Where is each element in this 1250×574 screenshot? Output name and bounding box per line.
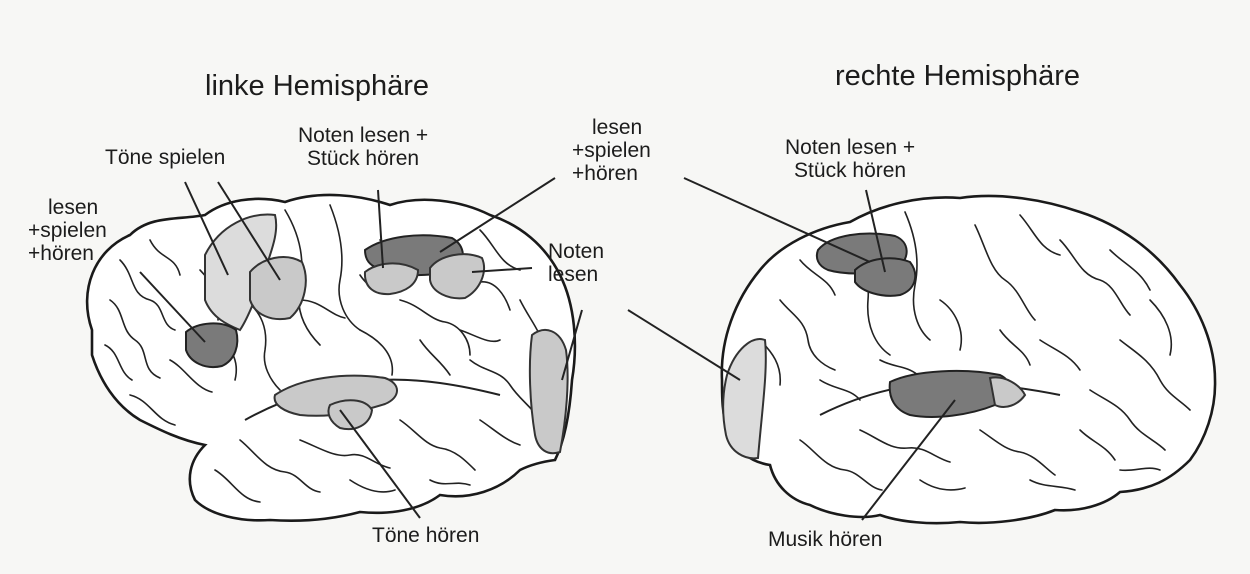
label-left-line1: lesen [28,196,107,219]
left-brain [87,195,575,521]
label-noten-lesen: Noten lesen [548,240,604,286]
right-hemisphere-title: rechte Hemisphäre [835,60,1080,92]
label-right-noten-stueck-line1: Noten lesen + [785,136,915,159]
label-left-line2: +spielen [28,219,107,242]
label-noten-lesen-line2: lesen [548,263,604,286]
label-right-noten-stueck: Noten lesen + Stück hören [785,136,915,182]
left-brain-outline [87,195,575,521]
label-left-line3: +hören [28,242,107,265]
right-brain [722,196,1215,523]
label-left-noten-stueck-line2: Stück hören [298,147,428,170]
label-musik-hoeren: Musik hören [768,528,882,551]
label-toene-spielen: Töne spielen [105,146,225,169]
right-region-noten-stueck-lower [855,258,915,295]
label-left-noten-stueck-line1: Noten lesen + [298,124,428,147]
label-lesen-spielen-hoeren-left: lesen +spielen +hören [28,196,107,265]
left-region-toene-spielen [250,257,306,319]
label-top-line2: +spielen [572,139,651,162]
label-lesen-spielen-hoeren-top: lesen +spielen +hören [572,116,651,185]
right-brain-outline [722,196,1215,523]
label-left-noten-stueck: Noten lesen + Stück hören [298,124,428,170]
label-top-line3: +hören [572,162,651,185]
leader-right-lesen [684,178,870,262]
label-toene-hoeren: Töne hören [372,524,479,547]
left-hemisphere-title: linke Hemisphäre [205,70,429,102]
label-top-line1: lesen [572,116,651,139]
label-right-noten-stueck-line2: Stück hören [785,159,915,182]
label-noten-lesen-line1: Noten [548,240,604,263]
left-region-occipital [530,330,568,453]
